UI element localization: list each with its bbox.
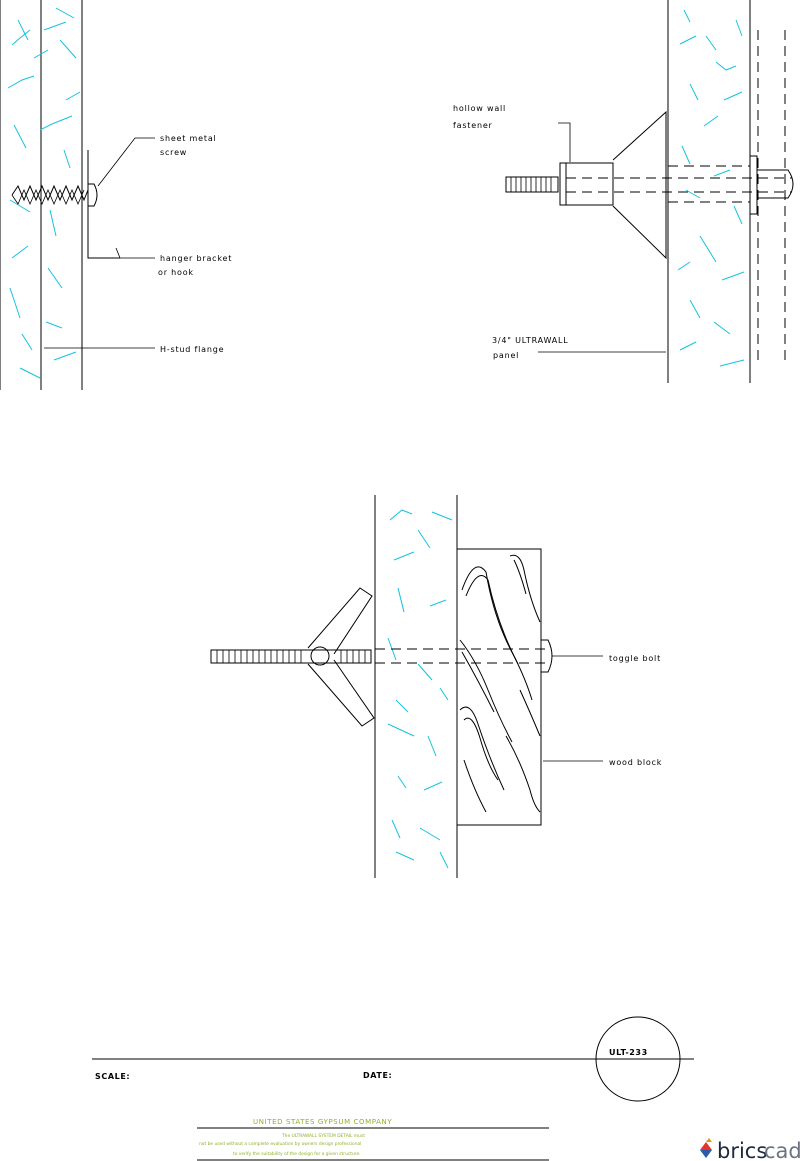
date-label: DATE: [363,1071,392,1080]
disclaimer-line-1: The ULTRAWALL SYSTEM DETAIL must [281,1133,365,1139]
leader-fastener [558,122,571,162]
toggle-wing-upper [307,587,373,655]
label-hanger-2: or hook [158,268,194,277]
panel-hatch-bottom [387,509,453,869]
company-name: UNITED STATES GYPSUM COMPANY [253,1118,392,1126]
expansion-cone [612,110,667,260]
threaded-stud [505,176,559,193]
screw-head [87,183,98,207]
label-hanger-1: hanger bracket [160,254,232,263]
title-block: SCALE: DATE: ULT-233 UNITED STATES GYPSU… [92,1016,694,1161]
leader-screw [97,137,155,187]
detail-sheet-metal-screw: sheet metal screw hanger bracket or hook… [0,0,232,390]
hanger-bracket [87,150,120,259]
fastener-sleeve [559,162,614,206]
label-wood-block: wood block [609,758,662,767]
toggle-pivot [310,646,330,666]
gypsum-panel-left [0,0,83,390]
label-fastener-1: hollow wall [453,104,506,113]
toggle-wing-lower [307,659,375,727]
label-flange: H-stud flange [160,345,224,354]
screw-threads [11,184,89,202]
toggle-threaded-rod [210,649,372,664]
panel-hatch-right [677,9,745,367]
logo-word-cad: cad [764,1139,800,1161]
disclaimer-line-2: not be used without a complete evaluatio… [199,1141,361,1147]
gypsum-panel-bottom [374,495,458,878]
label-fastener-2: fastener [453,121,493,130]
anchor-washer [750,155,758,215]
panel-hatch-left [7,7,81,379]
wood-grain [459,554,541,813]
detail-toggle-bolt: toggle bolt wood block [210,495,662,878]
label-toggle-bolt: toggle bolt [609,654,661,663]
drawing-number-circle [595,1016,681,1102]
disclaimer-line-3: to verify the suitability of the design … [233,1151,361,1157]
detail-hollow-wall-fastener: hollow wall fastener 3/4" ULTRAWALL pane… [453,0,794,383]
wood-block [456,548,542,826]
logo-word-brics: brics [717,1139,767,1161]
label-panel-2: panel [493,351,519,360]
bricscad-logo: brics cad [700,1138,800,1161]
leader-hanger [115,247,155,259]
label-screw-2: screw [160,148,187,157]
label-panel-1: 3/4" ULTRAWALL [492,336,569,345]
toggle-bolt-head [541,639,553,673]
scale-label: SCALE: [95,1072,130,1081]
drawing-number: ULT-233 [609,1048,648,1057]
label-screw-1: sheet metal [160,134,217,143]
bricscad-logo-icon [700,1138,712,1158]
